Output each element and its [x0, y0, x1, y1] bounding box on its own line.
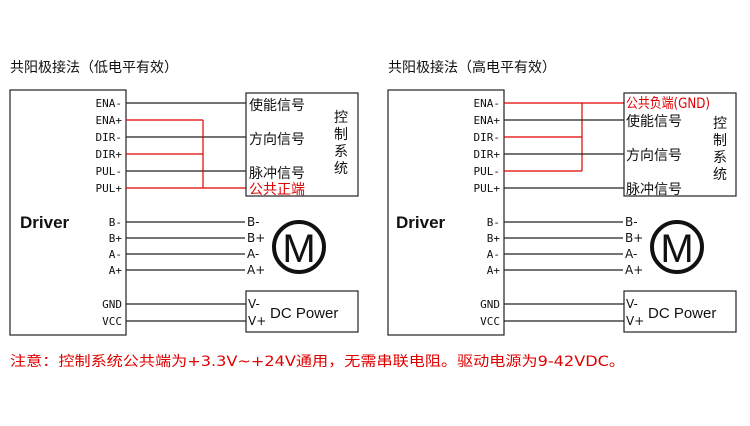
right-power-pin-vcc: VCC [480, 315, 500, 328]
note-text: 注意：控制系统公共端为+3.3V~+24V通用，无需串联电阻。驱动电源为9-42… [10, 353, 625, 370]
right-pin-dir-minus: DIR- [474, 131, 501, 144]
left-diagram: 共阳极接法（低电平有效） Driver ENA- ENA+ DIR- DIR+ … [9, 59, 359, 336]
left-control-char-2: 制 [334, 127, 348, 143]
right-pin-ena-plus: ENA+ [474, 114, 501, 127]
left-pin-dir-minus: DIR- [96, 131, 123, 144]
left-motor-pin-a-minus: A- [109, 248, 122, 261]
right-signal-enable: 使能信号 [626, 113, 682, 130]
right-diagram: 共阳极接法（高电平有效） Driver ENA- ENA+ DIR- DIR+ … [387, 59, 737, 336]
left-motor-terminal-b-plus: B+ [247, 231, 265, 245]
left-motor-label: M [282, 227, 315, 271]
right-driver-box [387, 89, 505, 336]
right-motor-pin-a-minus: A- [487, 248, 500, 261]
left-pin-ena-minus: ENA- [96, 97, 123, 110]
left-pin-pul-minus: PUL- [96, 165, 123, 178]
left-motor-pin-b-minus: B- [109, 216, 122, 229]
right-motor-terminal-a-minus: A- [625, 247, 637, 261]
left-pin-ena-plus: ENA+ [96, 114, 123, 127]
left-signal-common-positive: 公共正端 [249, 182, 305, 198]
right-title: 共阳极接法（高电平有效） [388, 59, 556, 76]
left-pin-pul-plus: PUL+ [96, 182, 123, 195]
left-control-system-box [245, 92, 359, 197]
left-power-terminal-v-minus: V- [248, 297, 260, 311]
left-control-char-1: 控 [334, 110, 348, 126]
left-signal-direction: 方向信号 [249, 132, 305, 148]
right-pin-pul-minus: PUL- [474, 165, 501, 178]
right-pin-pul-plus: PUL+ [474, 182, 501, 195]
left-dc-power-box [245, 290, 359, 333]
right-power-terminal-v-plus: V+ [626, 314, 644, 328]
left-motor-circle [272, 220, 326, 274]
right-power-terminal-v-minus: V- [626, 297, 638, 311]
left-title: 共阳极接法（低电平有效） [10, 59, 178, 76]
right-control-char-1: 控 [713, 116, 727, 132]
right-motor-terminal-b-plus: B+ [625, 231, 643, 245]
left-power-pin-gnd: GND [102, 298, 122, 311]
left-pin-dir-plus: DIR+ [96, 148, 123, 161]
right-control-char-2: 制 [713, 133, 727, 149]
right-pin-ena-minus: ENA- [474, 97, 501, 110]
right-signal-common-gnd: 公共负端(GND) [626, 96, 710, 112]
right-motor-pin-a-plus: A+ [487, 264, 501, 277]
right-common-cathode-wiring [504, 102, 624, 172]
right-driver-label: Driver [396, 213, 446, 232]
left-control-char-4: 统 [334, 161, 348, 177]
left-power-terminal-v-plus: V+ [248, 314, 266, 328]
right-power-pin-gnd: GND [480, 298, 500, 311]
right-signal-direction: 方向信号 [626, 148, 682, 164]
left-control-char-3: 系 [334, 144, 348, 160]
right-control-char-4: 统 [713, 167, 727, 183]
left-signal-pulse: 脉冲信号 [249, 166, 305, 182]
left-power-pin-vcc: VCC [102, 315, 122, 328]
left-driver-label: Driver [20, 213, 70, 232]
right-motor-terminal-a-plus: A+ [625, 263, 643, 277]
right-motor-pin-b-minus: B- [487, 216, 500, 229]
left-motor-terminal-a-minus: A- [247, 247, 259, 261]
left-driver-box [9, 89, 127, 336]
right-control-char-3: 系 [713, 150, 727, 166]
left-motor-pin-b-plus: B+ [109, 232, 123, 245]
right-motor-pin-b-plus: B+ [487, 232, 501, 245]
right-dc-power-box [623, 290, 737, 333]
left-signal-enable: 使能信号 [249, 97, 305, 114]
left-common-anode-wiring [126, 119, 246, 189]
right-pin-dir-plus: DIR+ [474, 148, 501, 161]
left-dc-power-label: DC Power [270, 305, 338, 322]
right-motor-circle [650, 220, 704, 274]
left-motor-terminal-b-minus: B- [247, 215, 260, 229]
right-signal-pulse: 脉冲信号 [626, 182, 682, 198]
right-motor-label: M [660, 227, 693, 271]
left-motor-pin-a-plus: A+ [109, 264, 123, 277]
right-motor-terminal-b-minus: B- [625, 215, 638, 229]
right-control-system-box [623, 92, 737, 197]
right-dc-power-label: DC Power [648, 305, 716, 322]
left-motor-terminal-a-plus: A+ [247, 263, 265, 277]
